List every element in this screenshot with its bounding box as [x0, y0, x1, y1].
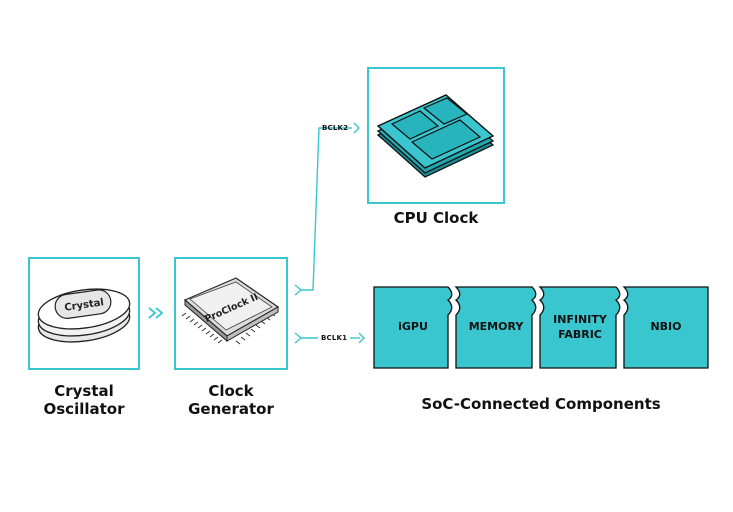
- bclk2-label: BCLK2: [322, 124, 349, 132]
- nbio-label: NBIO: [624, 287, 708, 368]
- bclk1-connector: [294, 332, 365, 344]
- bclk1-label: BCLK1: [321, 334, 348, 342]
- crystal-oscillator-caption: Crystal Oscillator: [20, 382, 148, 419]
- infinity-fabric-label: INFINITY FABRIC: [540, 287, 620, 368]
- crystal-oscillator-node: Crystal: [28, 257, 140, 370]
- nbio-label-line1: NBIO: [650, 320, 682, 334]
- soc-segment-infinity-fabric: [538, 286, 621, 369]
- double-chevron-icon: [148, 307, 164, 319]
- memory-label-line1: MEMORY: [468, 320, 524, 334]
- soc-segment-nbio: [622, 286, 709, 369]
- soc-components-bar: [373, 286, 709, 369]
- crystal-oscillator-icon: Crystal: [37, 288, 131, 343]
- igpu-label: iGPU: [374, 287, 452, 368]
- soc-caption: SoC-Connected Components: [421, 395, 661, 413]
- memory-label: MEMORY: [456, 287, 536, 368]
- clock-generator-node: ProClock II: [174, 257, 288, 370]
- bclk2-connector: [294, 122, 360, 296]
- soc-segment-igpu: [373, 286, 453, 369]
- crystal-chip-text: Crystal: [64, 297, 105, 313]
- infinity-fabric-label-line2: FABRIC: [558, 327, 602, 341]
- igpu-label-line1: iGPU: [398, 320, 428, 334]
- clock-chip-icon: ProClock II: [181, 277, 280, 345]
- cpu-clock-caption: CPU Clock: [393, 209, 479, 227]
- soc-segment-memory: [454, 286, 537, 369]
- clock-gen-caption-line2: Generator: [188, 400, 274, 419]
- clock-gen-caption-line1: Clock: [208, 382, 254, 400]
- cpu-die-icon: [376, 94, 495, 178]
- crystal-caption-line1: Crystal: [54, 382, 114, 400]
- clock-generator-caption: Clock Generator: [166, 382, 296, 419]
- cpu-clock-node: [367, 67, 505, 204]
- infinity-fabric-label-line1: INFINITY: [553, 313, 607, 327]
- crystal-caption-line2: Oscillator: [43, 400, 125, 419]
